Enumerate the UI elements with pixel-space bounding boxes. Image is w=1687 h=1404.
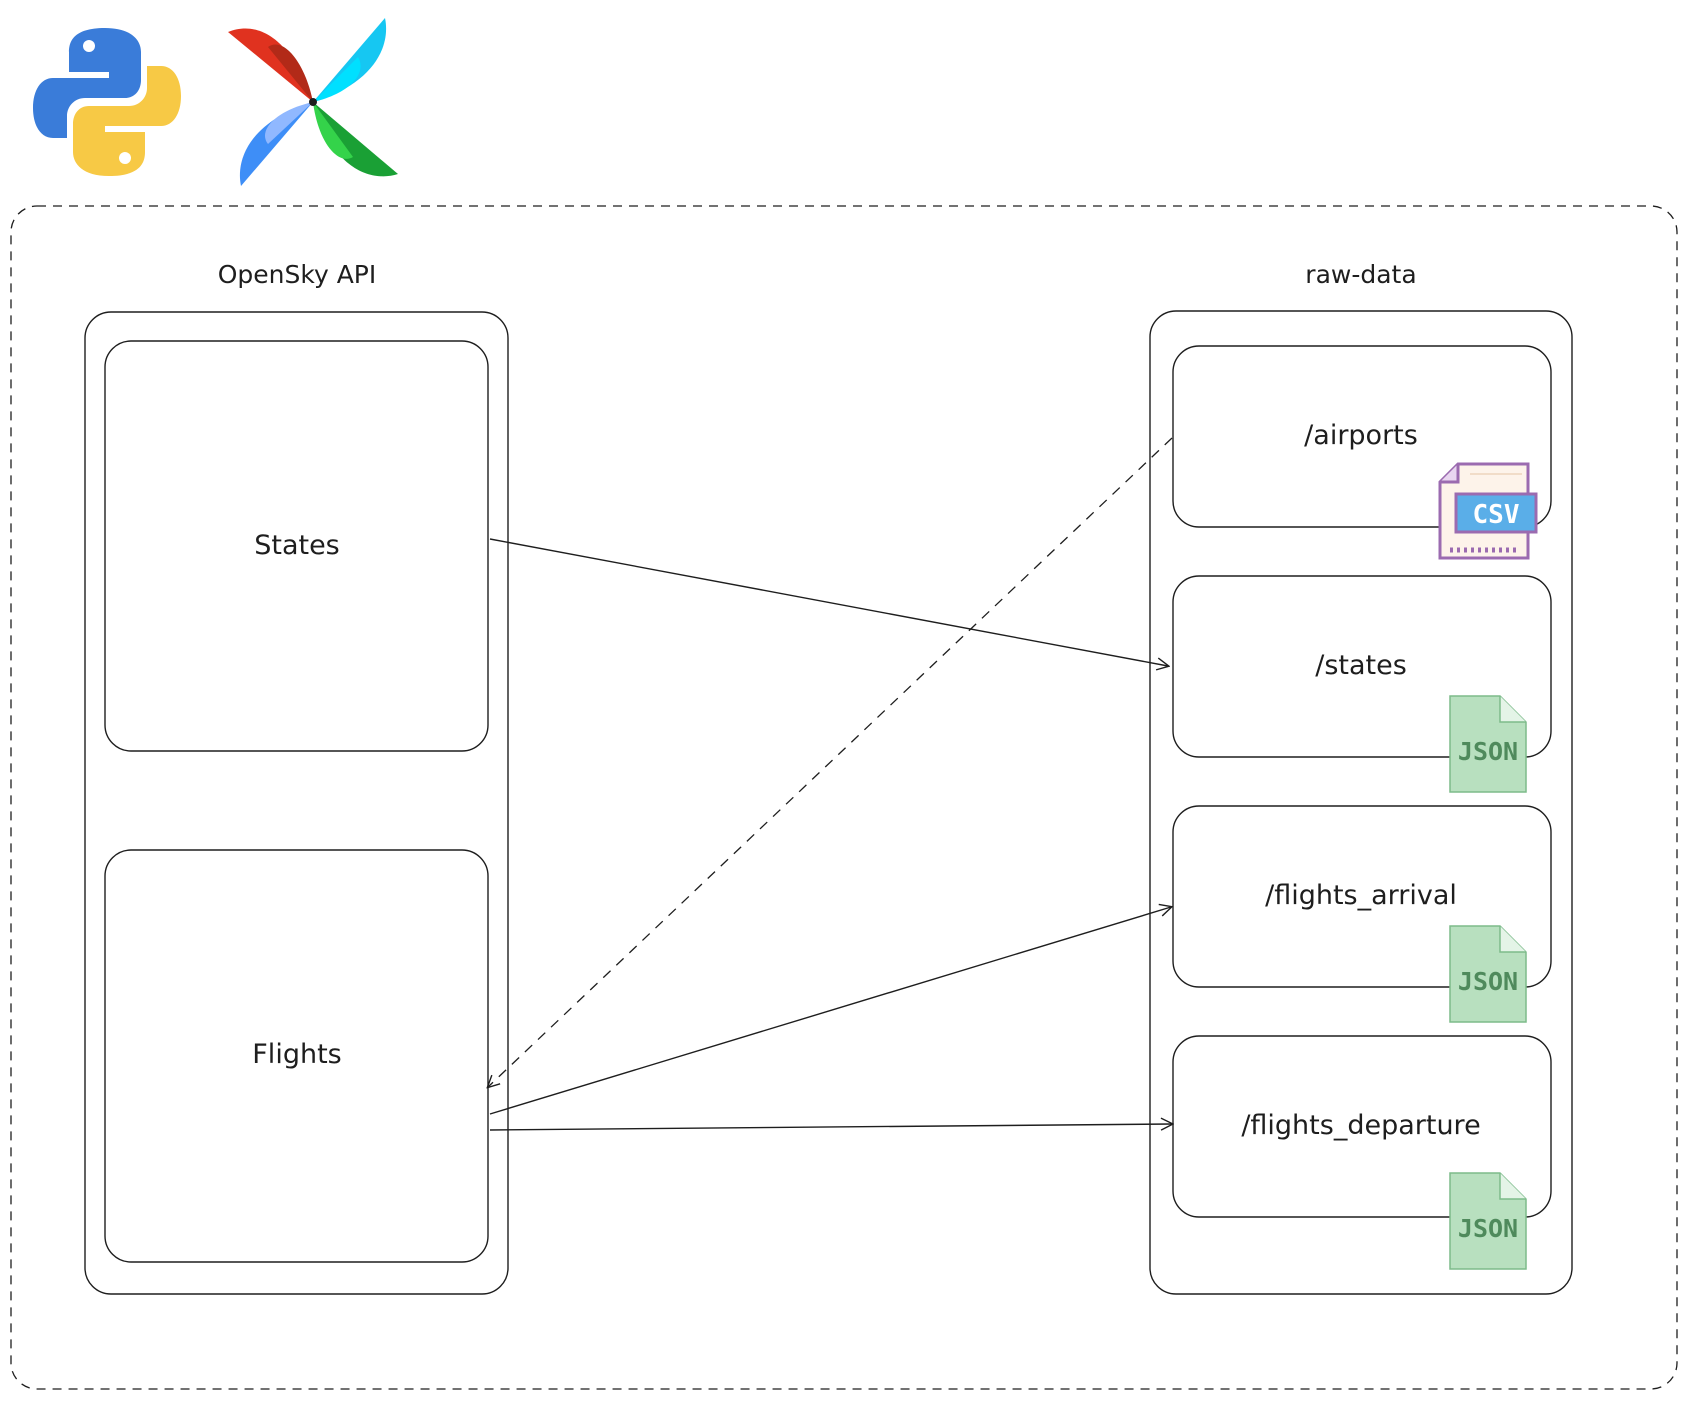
target-box-departure-label: /flights_departure [1241, 1110, 1480, 1141]
airflow-pinwheel-icon [228, 18, 398, 186]
edge-flights-to-arrival [489, 907, 1171, 1115]
source-group-title: OpenSky API [218, 260, 377, 289]
source-box-flights-label: Flights [252, 1039, 341, 1070]
source-box-states-label: States [254, 530, 340, 561]
csv-file-icon: CSV [1438, 462, 1538, 560]
json-badge-label-states: JSON [1458, 737, 1518, 766]
python-logo-icon [33, 28, 181, 176]
edge-flights-to-departure [489, 1124, 1172, 1130]
json-badge-label-departure: JSON [1458, 1214, 1518, 1243]
json-file-icon-arrival: JSON [1449, 925, 1527, 1023]
target-container [1149, 310, 1573, 1295]
target-box-states [1172, 575, 1552, 758]
target-box-airports [1172, 345, 1552, 528]
edge-airports-to-flights [488, 437, 1173, 1087]
target-group-title: raw-data [1305, 260, 1416, 289]
source-box-flights [104, 849, 489, 1263]
json-badge-label-arrival: JSON [1458, 967, 1518, 996]
pipeline-boundary [10, 205, 1678, 1390]
source-box-states [104, 340, 489, 752]
json-file-icon-states: JSON [1449, 695, 1527, 793]
source-container [84, 311, 509, 1295]
target-box-airports-label: /airports [1304, 420, 1418, 451]
target-box-states-label: /states [1315, 650, 1407, 681]
json-file-icon-departure: JSON [1449, 1172, 1527, 1270]
target-box-arrival [1172, 805, 1552, 988]
target-box-arrival-label: /flights_arrival [1265, 880, 1457, 911]
csv-badge-label: CSV [1473, 500, 1520, 530]
edge-states-to-states-dir [489, 538, 1168, 666]
